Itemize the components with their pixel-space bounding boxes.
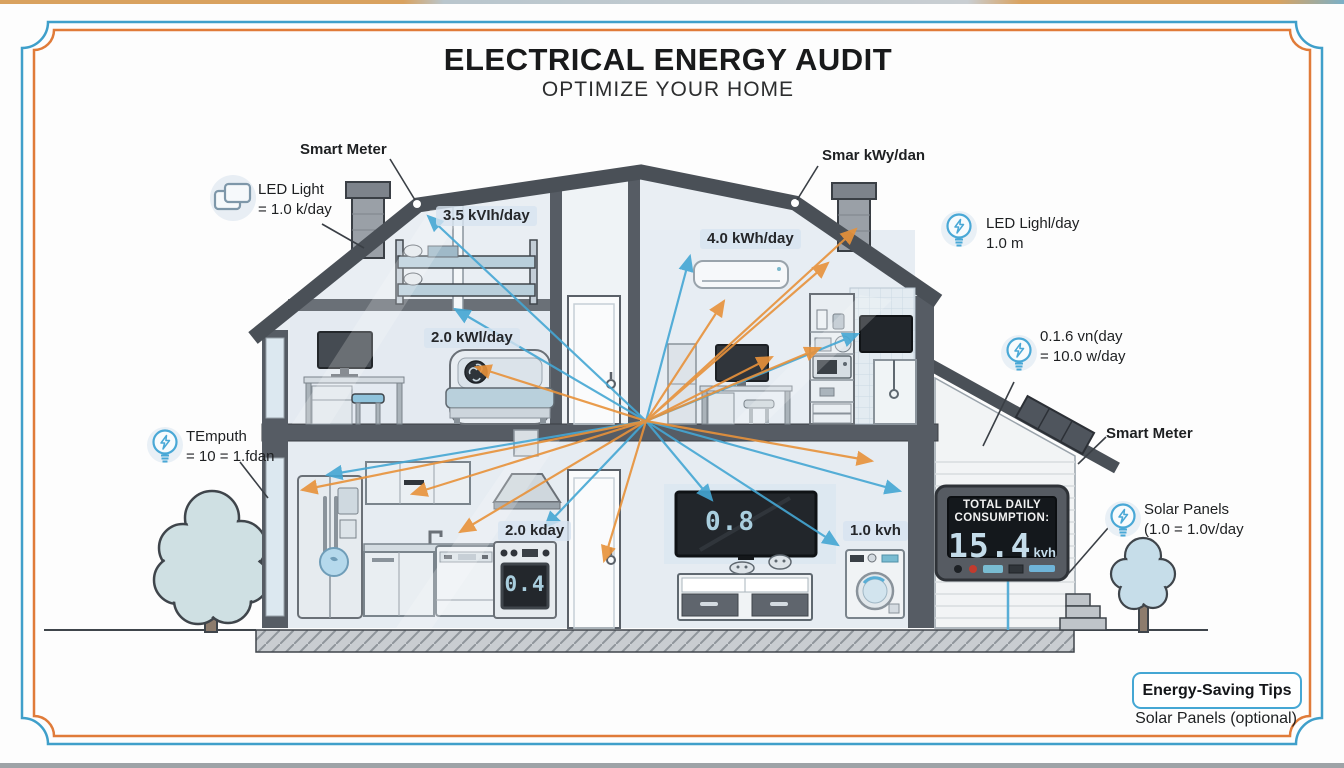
ground: [44, 629, 1208, 653]
bunk-bed: [395, 239, 538, 305]
oven-display-value: 0.4: [504, 572, 546, 596]
page-subtitle: OPTIMIZE YOUR HOME: [541, 78, 795, 101]
desk-left: [303, 331, 405, 425]
fridge: [297, 475, 363, 619]
leader-lines: [239, 158, 1109, 575]
temputh-line1: TEmputh: [186, 428, 247, 445]
shower-panel: [873, 359, 917, 425]
upper-cabinets: [365, 461, 471, 505]
total-display-line2: CONSUMPTION:: [954, 512, 1050, 525]
consumption-label-bunk: 3.5 kVIh/day: [436, 206, 537, 226]
door-upper: [567, 295, 621, 425]
faucet: [428, 530, 443, 544]
led-cards-icon: [210, 175, 256, 221]
total-consumption-display: TOTAL DAILY CONSUMPTION: 15.4 kvh: [948, 499, 1056, 565]
bunk-floor-band: [288, 299, 552, 311]
consumption-label-washer: 1.0 kvh: [843, 521, 908, 541]
led-light-left-line1: LED Light: [258, 181, 324, 198]
solar-panels-line2: (1.0 = 1.0v/day: [1144, 520, 1244, 538]
tree-left: [152, 489, 271, 633]
smart-meter-left-label: Smart Meter: [300, 141, 387, 158]
bottom-edge-strip: [0, 763, 1344, 768]
energy-saving-tips-button[interactable]: Energy-Saving Tips: [1132, 672, 1302, 709]
smart-meter-dot-left: [413, 200, 421, 208]
fridge-badge: [319, 547, 349, 577]
consumption-label-ac: 4.0 kWh/day: [700, 229, 801, 249]
frame-blue-line: [20, 20, 1324, 746]
total-display-line1: TOTAL DAILY: [962, 499, 1042, 511]
smart-meter-top-right-label: Smar kWy/dan: [822, 147, 926, 164]
led-light-right-label: LED Lighl/day 1.0 m: [986, 214, 1079, 253]
total-display-value: 15.4: [948, 526, 1032, 566]
page-title: ELECTRICAL ENERGY AUDIT: [443, 42, 893, 77]
solar-panels-label: Solar Panels (1.0 = 1.0v/day: [1144, 500, 1244, 539]
arrows-orange: [299, 227, 875, 564]
oven-window: [500, 562, 550, 610]
led-light-right-line2: 1.0 m: [986, 234, 1024, 252]
sink-counter: [363, 530, 497, 617]
lean-to: [926, 358, 1120, 631]
lightbulb-icon: [941, 211, 977, 247]
frame-orange-line: [32, 28, 1312, 738]
meter-right-line1: 0.1.6 vn(day: [1040, 328, 1123, 345]
total-display-unit: kvh: [1033, 545, 1056, 561]
microwave: [812, 355, 852, 379]
solar-panel: [1014, 394, 1096, 456]
tv-display-value: 0.8: [705, 507, 755, 537]
tv-stand: [677, 554, 813, 621]
lightbulb-icon: [1001, 335, 1037, 371]
lightbulb-icon: [147, 427, 183, 463]
temputh-label: TEmputh = 10 = 1.fdan: [186, 427, 274, 466]
led-light-left-label: LED Light = 1.0 k/day: [258, 180, 332, 219]
led-light-left-line2: = 1.0 k/day: [258, 200, 332, 218]
consumption-label-oven: 2.0 kday: [498, 521, 572, 541]
energy-saving-tips-label: Energy-Saving Tips: [1142, 681, 1292, 699]
oven: [493, 541, 557, 619]
top-edge-strip: [0, 0, 1344, 4]
smart-meter-dot-right: [791, 199, 799, 207]
stool: [351, 393, 385, 404]
temputh-line2: = 10 = 1.fdan: [186, 447, 275, 465]
consumption-display: [934, 484, 1070, 630]
tree-right: [1109, 536, 1177, 633]
washing-machine: [845, 549, 905, 619]
solar-panels-line1: Solar Panels: [1144, 501, 1230, 518]
led-light-right-line1: LED Lighl/day: [986, 215, 1080, 232]
game-controllers: [729, 554, 792, 575]
steps: [1059, 593, 1107, 631]
meter-right-label: 0.1.6 vn(day = 10.0 w/day: [1040, 327, 1125, 366]
lightbulb-icon: [1105, 501, 1141, 537]
ac-unit: [693, 260, 789, 289]
solar-panels-optional-note: Solar Panels (optional): [1135, 710, 1297, 727]
consumption-label-bed: 2.0 kWl/day: [424, 328, 520, 348]
arrows-blue: [324, 214, 903, 547]
smart-meter-right-label: Smart Meter: [1106, 425, 1193, 442]
dishwasher: [435, 545, 497, 617]
meter-right-line2: = 10.0 w/day: [1040, 347, 1126, 365]
